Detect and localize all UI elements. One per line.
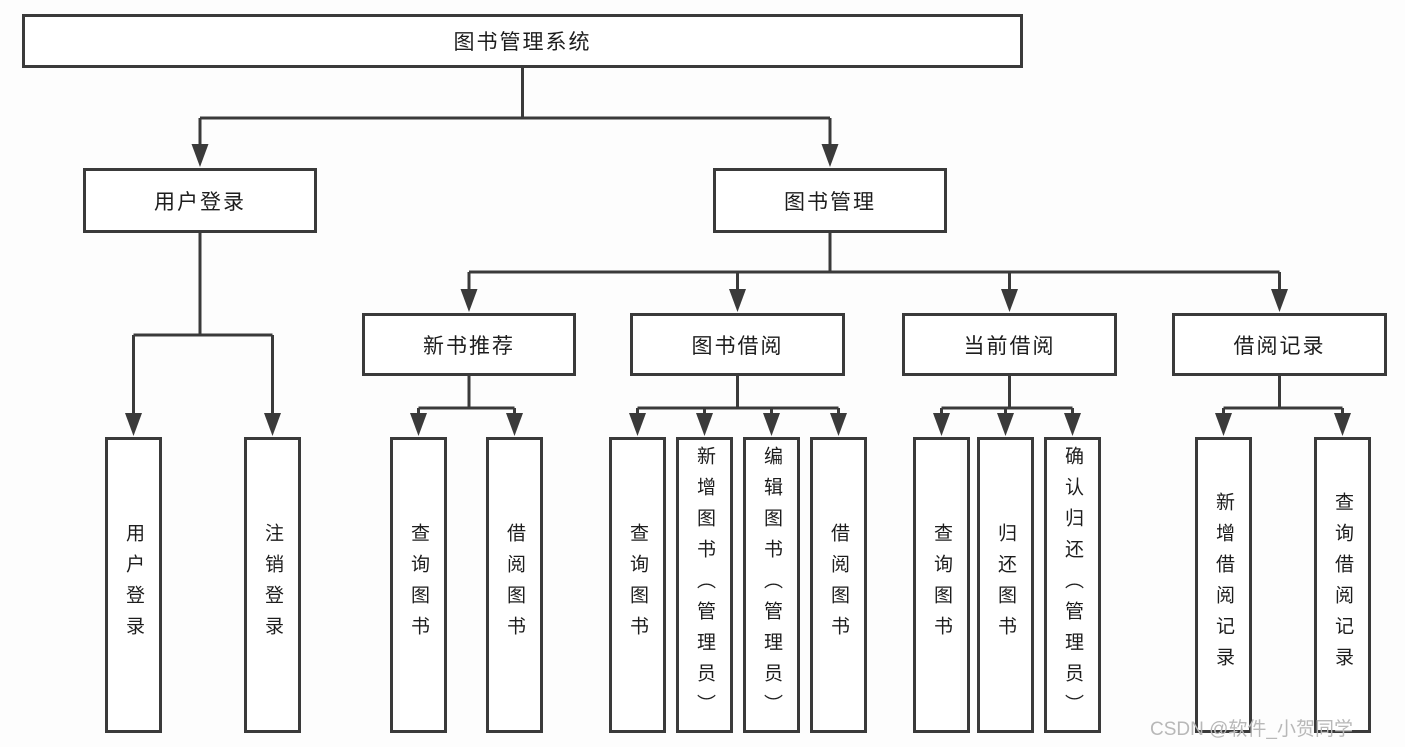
leaf-records-add-label: 新增借阅记录 — [1213, 492, 1234, 678]
node-book-borrow: 图书借阅 — [630, 313, 845, 376]
node-book-management: 图书管理 — [713, 168, 947, 233]
node-new-book-recommend-label: 新书推荐 — [423, 334, 515, 358]
node-book-borrow-label: 图书借阅 — [691, 334, 784, 358]
node-root: 图书管理系统 — [22, 14, 1023, 68]
leaf-newbook-borrow: 借阅图书 — [486, 437, 543, 733]
leaf-borrow-borrow: 借阅图书 — [810, 437, 867, 733]
leaf-borrow-edit-admin: 编辑图书（管理员） — [743, 437, 800, 733]
leaf-borrow-borrow-label: 借阅图书 — [828, 523, 849, 647]
node-new-book-recommend: 新书推荐 — [362, 313, 576, 376]
leaf-records-query: 查询借阅记录 — [1314, 437, 1371, 733]
leaf-current-return-label: 归还图书 — [995, 523, 1016, 647]
tree-edges — [132, 68, 1344, 415]
node-current-borrow-label: 当前借阅 — [963, 334, 1056, 358]
leaf-user-login-label: 用户登录 — [123, 523, 144, 647]
node-borrow-records-label: 借阅记录 — [1233, 334, 1326, 358]
leaf-current-query: 查询图书 — [913, 437, 970, 733]
leaf-logout-login-label: 注销登录 — [262, 523, 283, 647]
node-borrow-records: 借阅记录 — [1172, 313, 1387, 376]
leaf-records-query-label: 查询借阅记录 — [1332, 492, 1353, 678]
node-current-borrow: 当前借阅 — [902, 313, 1117, 376]
leaf-current-return: 归还图书 — [977, 437, 1034, 733]
leaf-records-add: 新增借阅记录 — [1195, 437, 1252, 733]
leaf-borrow-query: 查询图书 — [609, 437, 666, 733]
watermark: CSDN @软件_小贺同学 — [1150, 719, 1353, 740]
arrowheads — [125, 144, 1351, 436]
leaf-borrow-add-admin-label: 新增图书（管理员） — [694, 445, 715, 725]
node-user-login: 用户登录 — [83, 168, 317, 233]
leaf-borrow-add-admin: 新增图书（管理员） — [676, 437, 733, 733]
leaf-newbook-query-label: 查询图书 — [408, 523, 429, 647]
leaf-newbook-borrow-label: 借阅图书 — [504, 523, 525, 647]
leaf-current-confirm-return-admin-label: 确认归还（管理员） — [1062, 445, 1083, 725]
leaf-borrow-query-label: 查询图书 — [627, 523, 648, 647]
leaf-logout-login: 注销登录 — [244, 437, 301, 733]
node-user-login-label: 用户登录 — [154, 190, 246, 214]
node-book-management-label: 图书管理 — [784, 190, 876, 214]
leaf-current-confirm-return-admin: 确认归还（管理员） — [1044, 437, 1101, 733]
leaf-borrow-edit-admin-label: 编辑图书（管理员） — [761, 445, 782, 725]
leaf-current-query-label: 查询图书 — [931, 523, 952, 647]
leaf-user-login: 用户登录 — [105, 437, 162, 733]
node-root-label: 图书管理系统 — [453, 31, 592, 54]
leaf-newbook-query: 查询图书 — [390, 437, 447, 733]
